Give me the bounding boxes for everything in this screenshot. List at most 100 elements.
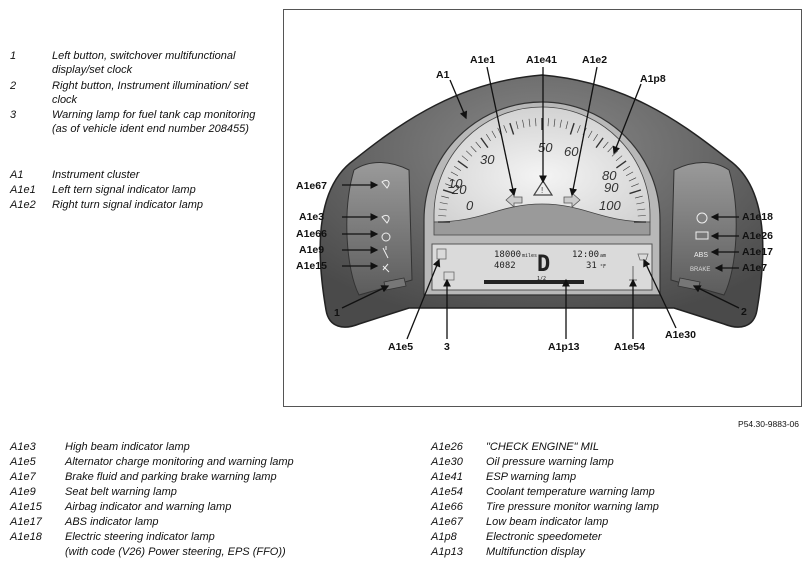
tick-mark (442, 189, 455, 195)
tick-label-100: 100 (599, 198, 621, 213)
legend-code: A1e1 (10, 184, 36, 196)
tick-mark (547, 118, 549, 127)
clock-unit: am (600, 253, 606, 259)
callout-a1e67: A1e67 (296, 180, 327, 192)
legend-text: Tire pressure monitor warning lamp (486, 501, 659, 513)
speedometer-scale: 0 10 20 30 40 50 60 70 80 90 100 (448, 140, 621, 213)
leader-a1 (449, 79, 468, 120)
tick-mark (454, 166, 462, 171)
legend-code: A1p13 (431, 546, 463, 558)
tick-mark (634, 195, 643, 199)
legend-code: 3 (10, 109, 17, 121)
legend-code: A1e54 (431, 486, 463, 498)
tick-mark (503, 125, 507, 133)
tick-mark (522, 119, 525, 128)
legend-code: A1 (10, 169, 24, 181)
callout-a1e17: A1e17 (742, 246, 773, 258)
tick-mark (491, 130, 497, 139)
tick-label-30: 30 (480, 152, 495, 167)
callout-a1: A1 (436, 69, 450, 81)
airbag-icon (382, 263, 390, 273)
tick-mark (461, 155, 469, 162)
legend-code: A1e2 (10, 199, 36, 211)
legend-code: A1e26 (431, 441, 463, 453)
temperature-value: 31 (586, 261, 597, 271)
fuel-cap-warning-icon (436, 248, 447, 260)
callout-2: 2 (741, 306, 747, 318)
tick-mark (553, 118, 556, 127)
legend-code: 1 (10, 50, 17, 62)
leader-lines (341, 66, 740, 340)
callout-a1e41: A1e41 (526, 54, 557, 66)
leader-a1e30 (643, 258, 677, 329)
tick-mark (615, 155, 623, 162)
legend-text: Multifunction display (486, 546, 586, 558)
tick-mark (628, 177, 637, 182)
esp-warning-icon (532, 179, 554, 196)
alternator-warning-icon (443, 271, 455, 281)
callout-a1e7: A1e7 (742, 262, 767, 274)
callout-a1e2: A1e2 (582, 54, 607, 66)
tick-mark (447, 177, 456, 182)
legend-code: A1p8 (431, 531, 457, 543)
legend-text: Right button, Instrument illumination/ s… (52, 80, 249, 106)
leader-a1e5 (406, 258, 441, 340)
tick-mark (559, 119, 562, 128)
right-side-pod (670, 162, 737, 296)
check-engine-icon (695, 231, 709, 240)
leader-a1e1 (486, 66, 517, 197)
tick-mark (475, 141, 482, 149)
gear-indicator: D (537, 252, 550, 277)
legend-code: A1e66 (431, 501, 463, 513)
tick-mark (528, 118, 531, 127)
legend-text: Seat belt warning lamp (65, 486, 177, 498)
temperature-unit: °F (600, 264, 606, 270)
tick-mark (439, 202, 448, 205)
instrument-cluster-drawing: 0 10 20 30 40 50 60 70 80 90 100 20 40 7… (296, 54, 773, 353)
tick-label-50: 50 (538, 140, 553, 155)
tick-label-90: 90 (604, 180, 619, 195)
odometer-unit: miles (522, 253, 537, 259)
tick-mark (577, 125, 581, 133)
tick-mark (535, 118, 537, 127)
legend-code: 2 (10, 80, 17, 92)
tick-label-10: 10 (448, 176, 463, 191)
tick-mark (636, 202, 645, 205)
tick-mark (629, 189, 642, 195)
tick-mark (637, 208, 646, 211)
legend-text: (with code (V26) Power steering, EPS (FF… (65, 546, 286, 558)
legend-text: Brake fluid and parking brake warning la… (65, 471, 277, 483)
legend-text: Electric steering indicator lamp (65, 531, 215, 543)
legend-text: High beam indicator lamp (65, 441, 190, 453)
leader-a1e2 (569, 66, 598, 197)
tick-mark (622, 166, 630, 171)
tick-mark (637, 215, 646, 217)
tick-mark (486, 134, 491, 142)
tick-mark (593, 134, 598, 142)
tick-mark (480, 137, 489, 149)
low-beam-icon (381, 179, 390, 189)
callout-a1e1: A1e1 (470, 54, 495, 66)
callout-a1e26: A1e26 (742, 230, 773, 242)
tick-mark (441, 195, 450, 199)
leader-2 (692, 285, 740, 309)
legend-code: A1e41 (431, 471, 463, 483)
tick-mark (615, 160, 627, 169)
tick-mark (565, 121, 569, 130)
left-side-pod (346, 162, 413, 296)
callout-a1e54: A1e54 (614, 341, 645, 353)
callout-3: 3 (444, 341, 450, 353)
legend-text: ABS indicator lamp (65, 516, 159, 528)
right-pod-icons: ABS BRAKE (690, 212, 710, 273)
legend-text: Instrument cluster (52, 169, 140, 181)
esp-exclamation: ! (541, 186, 543, 195)
legend-text: Warning lamp for fuel tank cap monitorin… (52, 109, 256, 135)
instrument-cluster-figure: 0 10 20 30 40 50 60 70 80 90 100 20 40 7… (283, 9, 802, 407)
callout-a1p8: A1p8 (640, 73, 666, 85)
legend-text: Left tern signal indicator lamp (52, 184, 196, 196)
tick-mark (607, 145, 614, 153)
legend-code: A1e7 (10, 471, 36, 483)
tick-mark (631, 183, 639, 187)
tick-mark (470, 145, 477, 153)
tick-mark (569, 122, 575, 135)
